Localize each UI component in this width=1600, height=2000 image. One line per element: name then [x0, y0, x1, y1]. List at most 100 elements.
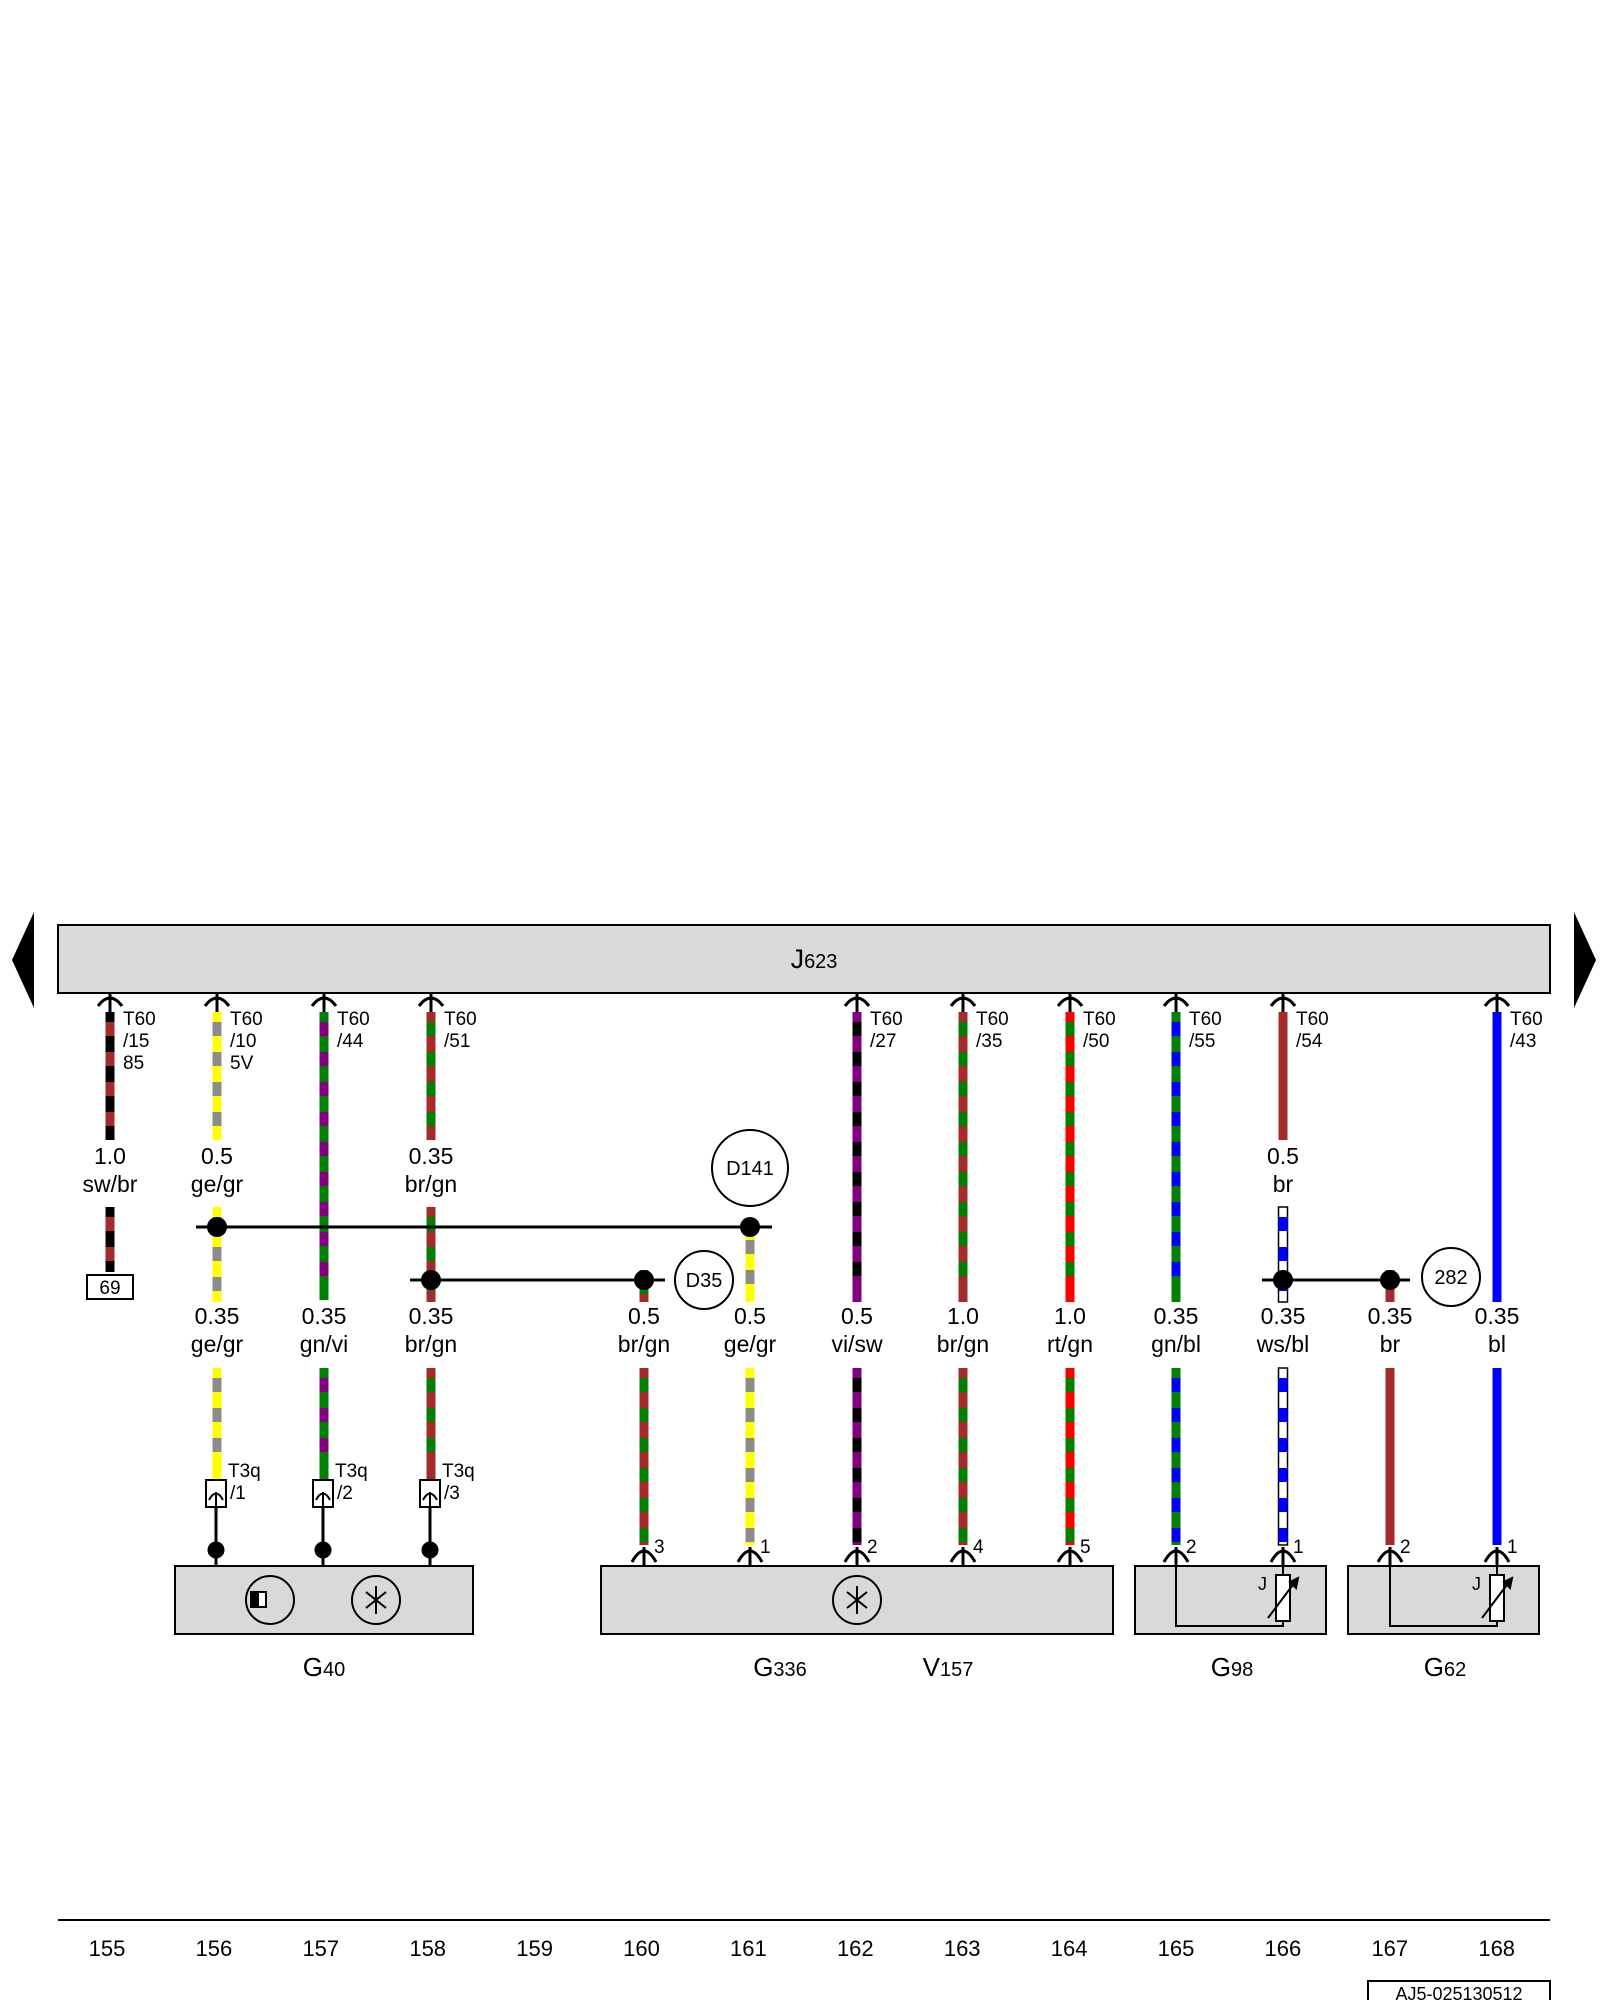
wire-color-label: br/gn	[937, 1331, 989, 1357]
wire-color-label: br	[1273, 1171, 1294, 1197]
wire-lower-3-stripe	[426, 1408, 436, 1422]
wire-lower-9-stripe	[1171, 1378, 1181, 1392]
wire-size-label: 0.35	[409, 1143, 454, 1169]
wire-color-label: vi/sw	[831, 1331, 883, 1357]
wire-lower-5	[745, 1368, 755, 1545]
wires-layer	[105, 1012, 1502, 1546]
sensor-j-label: J	[1258, 1574, 1267, 1594]
component-pin-labels: 3 1 2 4 5 2 1 2 1	[654, 1537, 1518, 1558]
wire-upper-8-stripe	[1171, 1112, 1181, 1126]
wire-lower-9	[1171, 1368, 1181, 1545]
wire-lower-4	[639, 1368, 649, 1545]
wire-lower-4-stripe	[639, 1528, 649, 1542]
wire-size-label: 0.35	[1154, 1303, 1199, 1329]
wire-lower-2-stripe	[319, 1408, 329, 1422]
junction-282	[1421, 1247, 1481, 1307]
wire-upper-8-stripe	[1171, 1142, 1181, 1156]
wire-lower-6-stripe	[852, 1378, 862, 1392]
wire-mid-6-stripe	[1278, 1217, 1288, 1231]
wire-upper-7-stripe	[1065, 1142, 1075, 1156]
wire-upper-3-stripe	[319, 1142, 329, 1156]
wire-upper-8-stripe	[1171, 1232, 1181, 1246]
wire-size-label: 1.0	[94, 1143, 126, 1169]
wire-lower-9-stripe	[1171, 1528, 1181, 1542]
sender-star-icon	[351, 1575, 401, 1625]
wire-mid-2-stripe	[212, 1247, 222, 1261]
wire-lower-6-stripe	[852, 1528, 862, 1542]
wire-upper-7-stripe	[1065, 1022, 1075, 1036]
wire-upper-4-stripe	[426, 1082, 436, 1096]
wire-lower-10	[1277, 1367, 1289, 1546]
wire-lower-7-stripe	[958, 1468, 968, 1482]
wire-lower-8-stripe	[1065, 1468, 1075, 1482]
wire-upper-5-stripe	[852, 1232, 862, 1246]
wire-size-label: 0.5	[201, 1143, 233, 1169]
arrow-left-icon[interactable]	[12, 912, 34, 1008]
wire-color-label: ge/gr	[724, 1331, 777, 1357]
wire-upper-5-stripe	[852, 1052, 862, 1066]
wire-upper-7-stripe	[1065, 1262, 1075, 1276]
component-label-g40: G40	[303, 1652, 345, 1682]
wire-lower-5-stripe	[745, 1528, 755, 1542]
wire-upper-6-stripe	[958, 1232, 968, 1246]
wire-upper-3-stripe	[319, 1202, 329, 1216]
wire-lower-7-stripe	[958, 1528, 968, 1542]
wire-upper-5-stripe	[852, 1172, 862, 1186]
wire-upper-8-stripe	[1171, 1082, 1181, 1096]
component-label-v157: V157	[923, 1652, 974, 1682]
pin-number: 1	[1293, 1537, 1304, 1558]
wire-upper-8-stripe	[1171, 1262, 1181, 1276]
arrow-right-icon[interactable]	[1574, 912, 1596, 1008]
column-number: 165	[1158, 1936, 1195, 1961]
wire-mid-1	[105, 1207, 115, 1272]
column-number: 158	[409, 1936, 446, 1961]
wire-upper-3-stripe	[319, 1082, 329, 1096]
pin-number: 2	[1186, 1537, 1197, 1558]
wire-lower-3-stripe	[426, 1438, 436, 1452]
component-pin-arcs	[630, 1547, 1511, 1566]
column-number: 156	[196, 1936, 233, 1961]
wire-upper-7	[1065, 1012, 1075, 1302]
wire-mid-1-stripe	[105, 1247, 115, 1261]
bus-lines	[196, 1225, 1410, 1282]
wire-size-label: 0.5	[734, 1303, 766, 1329]
wire-lower-4-stripe	[639, 1408, 649, 1422]
ground-ref-label: 69	[99, 1278, 120, 1299]
column-number: 157	[302, 1936, 339, 1961]
wire-lower-10-stripe	[1278, 1528, 1288, 1542]
column-number: 161	[730, 1936, 767, 1961]
wire-upper-5-stripe	[852, 1142, 862, 1156]
wire-upper-5-stripe	[852, 1262, 862, 1276]
wire-upper-6	[958, 1012, 968, 1302]
wire-upper-3-stripe	[319, 1262, 329, 1276]
temperature-sensor-icon	[1175, 1566, 1300, 1627]
g62-box	[1347, 1565, 1540, 1635]
wire-lower-7	[958, 1368, 968, 1545]
wire-mid-1-stripe	[105, 1217, 115, 1231]
wire-upper-5-stripe	[852, 1112, 862, 1126]
column-number: 168	[1478, 1936, 1515, 1961]
wire-upper-7-stripe	[1065, 1052, 1075, 1066]
wire-color-label: br/gn	[618, 1331, 670, 1357]
wire-mid-3-stripe	[426, 1247, 436, 1261]
wire-upper-5	[852, 1012, 862, 1302]
wire-upper-6-stripe	[958, 1082, 968, 1096]
connector-label: T60/54	[1296, 1009, 1329, 1052]
wire-upper-2-stripe	[212, 1112, 222, 1126]
wire-lower-2	[319, 1368, 329, 1480]
column-number: 164	[1051, 1936, 1088, 1961]
component-label-g336: G336	[753, 1652, 807, 1682]
pin-number: 1	[760, 1537, 771, 1558]
wire-upper-7-stripe	[1065, 1232, 1075, 1246]
column-number: 166	[1265, 1936, 1302, 1961]
wire-upper-7-stripe	[1065, 1082, 1075, 1096]
wire-upper-6-stripe	[958, 1262, 968, 1276]
wire-size-label: 0.35	[1368, 1303, 1413, 1329]
connector-label: T60/27	[870, 1009, 903, 1052]
wire-color-label: rt/gn	[1047, 1331, 1093, 1357]
wire-lower-8-stripe	[1065, 1378, 1075, 1392]
hall-sender-icon	[245, 1575, 295, 1625]
pin-number: 2	[867, 1537, 878, 1558]
